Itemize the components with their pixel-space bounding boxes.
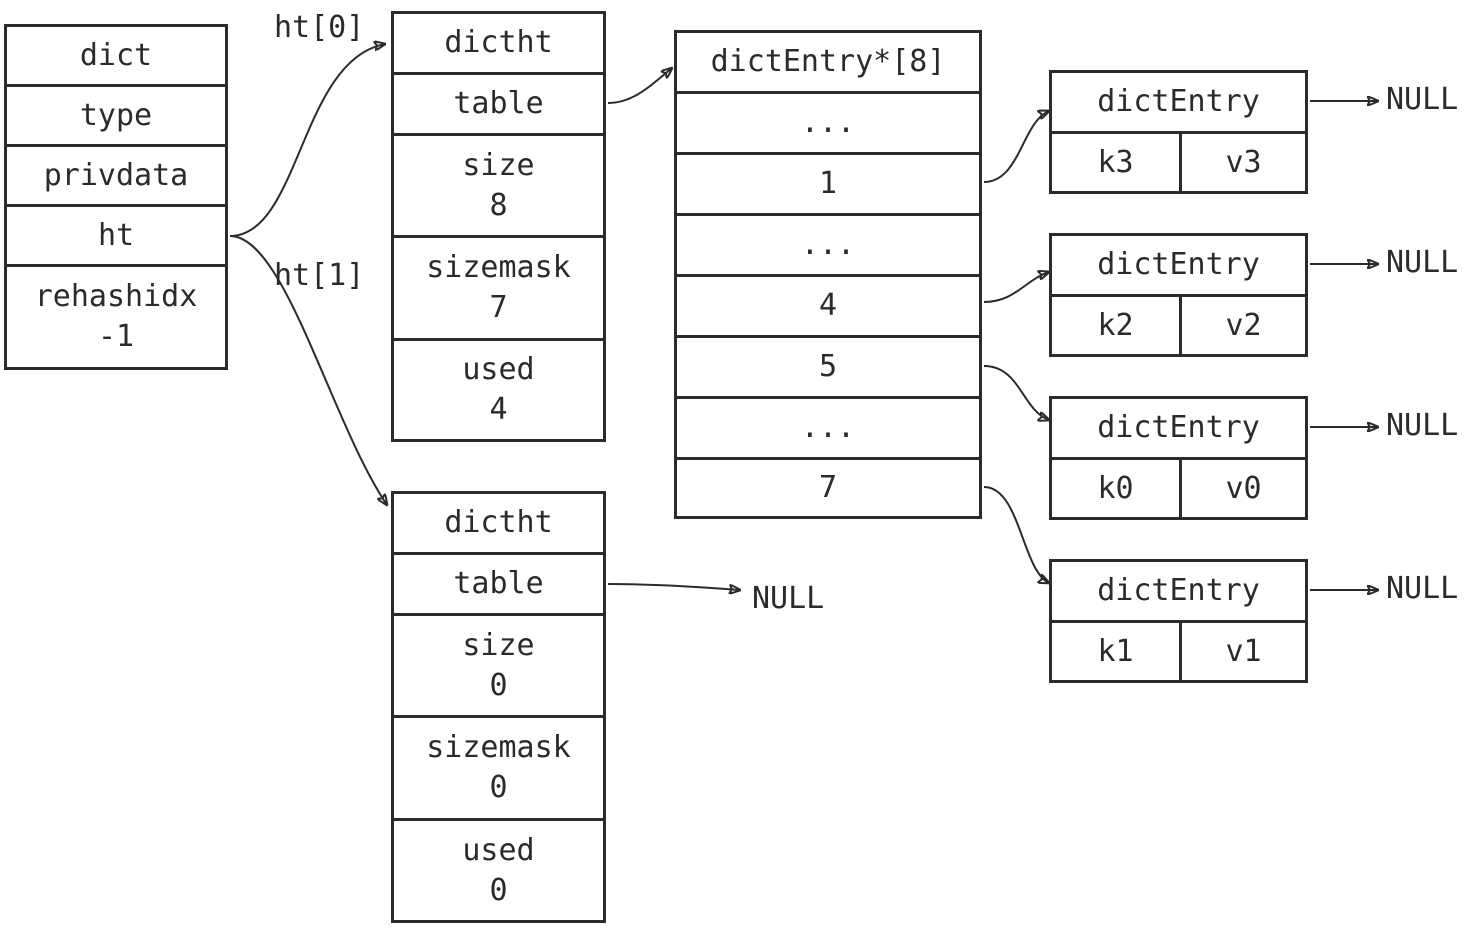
entry-k1-value: v1 — [1179, 620, 1308, 683]
ht1-table: table — [391, 552, 606, 616]
bucket-slot: ... — [674, 396, 982, 460]
ht1-size-value: 0 — [489, 667, 508, 703]
entry-k0-next-null: NULL — [1386, 408, 1459, 443]
bucket-slot-1: 1 — [674, 152, 982, 216]
arrow-ht0-table-to-buckets — [607, 68, 672, 104]
dict-field-rehashidx: rehashidx -1 — [4, 264, 228, 370]
ht0-sizemask: sizemask 7 — [391, 235, 606, 341]
arrow-slot5-to-k0 — [983, 365, 1049, 420]
entry-k2-value: v2 — [1179, 294, 1308, 357]
ht0-used-name: used — [462, 352, 535, 387]
ht0-size-value: 8 — [489, 187, 508, 223]
dict-field-privdata: privdata — [4, 144, 228, 207]
entry-k3-value: v3 — [1179, 131, 1308, 194]
entry-k0-key: k0 — [1049, 457, 1182, 520]
rehashidx-value: -1 — [97, 319, 135, 354]
ht1-size: size 0 — [391, 613, 606, 718]
ht1-sizemask: sizemask 0 — [391, 715, 606, 821]
bucket-slot-4: 4 — [674, 274, 982, 338]
entry-k3-key: k3 — [1049, 131, 1182, 194]
bucket-slot-5: 5 — [674, 335, 982, 399]
entry-k2-next-null: NULL — [1386, 245, 1459, 280]
entry-k0-value: v0 — [1179, 457, 1308, 520]
arrow-slot1-to-k3 — [983, 111, 1049, 183]
entry-k1-next-null: NULL — [1386, 571, 1459, 606]
ht1-table-null: NULL — [752, 581, 825, 616]
ht0-used: used 4 — [391, 338, 606, 442]
ht1-sizemask-value: 0 — [489, 770, 508, 805]
ht1-used-name: used — [462, 832, 535, 868]
arrow-ht1-table-to-null — [607, 583, 740, 590]
ht0-size-name: size — [462, 147, 535, 183]
ht1-used: used 0 — [391, 818, 606, 923]
entry-k2-key: k2 — [1049, 294, 1182, 357]
bucket-array-title: dictEntry*[8] — [674, 30, 982, 94]
ht0-title: dictht — [391, 11, 606, 75]
ht1-size-name: size — [462, 627, 535, 663]
ht1-used-value: 0 — [489, 872, 508, 908]
entry-k2-title: dictEntry — [1049, 233, 1308, 297]
arrow-ht-to-ht0 — [229, 44, 385, 237]
ht0-sizemask-value: 7 — [489, 290, 508, 325]
arrow-slot4-to-k2 — [983, 272, 1049, 303]
entry-k1-title: dictEntry — [1049, 559, 1308, 623]
rehashidx-name: rehashidx — [34, 279, 198, 314]
bucket-slot: ... — [674, 213, 982, 277]
entry-k0-title: dictEntry — [1049, 396, 1308, 460]
entry-k3-next-null: NULL — [1386, 82, 1459, 117]
ht1-title: dictht — [391, 491, 606, 555]
dict-title: dict — [4, 24, 228, 87]
entry-k3-title: dictEntry — [1049, 70, 1308, 134]
ht0-used-value: 4 — [489, 392, 508, 427]
dict-field-ht: ht — [4, 204, 228, 267]
bucket-slot: ... — [674, 91, 982, 155]
ht0-table: table — [391, 72, 606, 136]
arrow-slot7-to-k1 — [983, 486, 1049, 583]
bucket-slot-7: 7 — [674, 457, 982, 519]
ht0-size: size 8 — [391, 133, 606, 238]
dict-field-type: type — [4, 84, 228, 147]
entry-k1-key: k1 — [1049, 620, 1182, 683]
ht0-sizemask-name: sizemask — [426, 250, 571, 285]
ht0-label: ht[0] — [274, 10, 365, 45]
ht1-label: ht[1] — [274, 258, 365, 293]
ht1-sizemask-name: sizemask — [426, 730, 571, 765]
